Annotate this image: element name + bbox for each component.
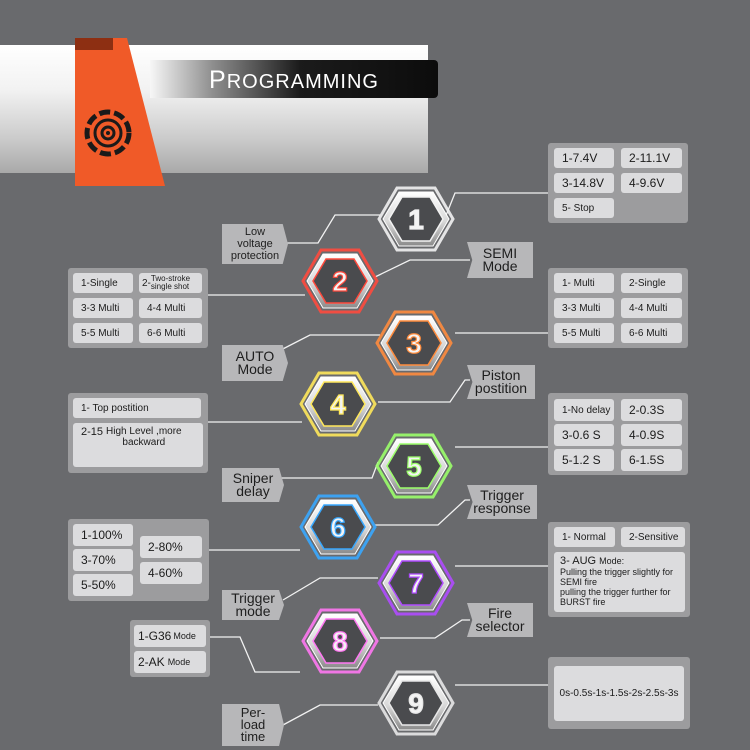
step-number-5: 5 (406, 451, 422, 482)
step-number-3: 3 (406, 328, 422, 359)
option-voltage-1: 1-7.4V (554, 148, 614, 168)
option-delay-6: 6-1.5S (621, 449, 682, 471)
option-auto-multi: 1- Multi (554, 273, 614, 293)
option-voltage-3: 3-14.8V (554, 173, 614, 193)
step-number-6: 6 (330, 512, 346, 543)
option-delay-2: 2-0.3S (621, 399, 682, 421)
option-semi-4: 4-4 Multi (139, 298, 202, 318)
option-auto-4: 4-4 Multi (621, 298, 682, 318)
option-delay-5: 5-1.2 S (554, 449, 614, 471)
option-semi-3: 3-3 Multi (73, 298, 133, 318)
step-number-8: 8 (332, 626, 348, 657)
step-hexagon-3: 3 (375, 310, 453, 376)
step-number-4: 4 (330, 389, 346, 420)
step-hexagon-4: 4 (299, 371, 377, 437)
step-hexagon-8: 8 (301, 608, 379, 674)
option-semi-6: 6-6 Multi (139, 323, 202, 343)
option-preload-times: 0s-0.5s-1s-1.5s-2s-2.5s-3s (554, 666, 684, 721)
step-hexagon-7: 7 (377, 550, 455, 616)
title-bar (150, 60, 438, 98)
option-trigger-normal: 1- Normal (554, 527, 615, 547)
step-hexagon-6: 6 (299, 494, 377, 560)
option-trigger-aug: 3- AUG Mode: Pulling the trigger slightl… (554, 552, 685, 612)
option-auto-6: 6-6 Multi (621, 323, 682, 343)
option-semi-5: 5-5 Multi (73, 323, 133, 343)
option-delay-1: 1-No delay (554, 399, 614, 421)
option-auto-5: 5-5 Multi (554, 323, 614, 343)
target-icon (84, 109, 132, 157)
step-hexagon-5: 5 (375, 433, 453, 499)
option-semi-single: 1-Single (73, 273, 133, 293)
option-auto-3: 3-3 Multi (554, 298, 614, 318)
option-delay-3: 3-0.6 S (554, 424, 614, 446)
option-trigger-sensitive: 2-Sensitive (621, 527, 685, 547)
option-response-70: 3-70% (73, 549, 133, 571)
option-voltage-4: 4-9.6V (621, 173, 682, 193)
option-piston-top: 1- Top postition (73, 398, 201, 418)
option-response-50: 5-50% (73, 574, 133, 596)
option-auto-single: 2-Single (621, 273, 682, 293)
option-voltage-2: 2-11.1V (621, 148, 682, 168)
step-hexagon-9: 9 (377, 670, 455, 736)
option-voltage-stop: 5- Stop (554, 198, 614, 218)
option-delay-4: 4-0.9S (621, 424, 682, 446)
step-number-2: 2 (332, 266, 348, 297)
option-response-100: 1-100% (73, 524, 133, 546)
ribbon-fold (75, 38, 113, 50)
page-title: PROGRAMMING (209, 66, 379, 94)
step-hexagon-1: 1 (377, 186, 455, 252)
step-number-7: 7 (408, 568, 424, 599)
option-response-60: 4-60% (140, 562, 202, 584)
step-number-1: 1 (408, 204, 424, 235)
step-number-9: 9 (408, 688, 424, 719)
step-hexagon-2: 2 (301, 248, 379, 314)
option-response-80: 2-80% (140, 536, 202, 558)
